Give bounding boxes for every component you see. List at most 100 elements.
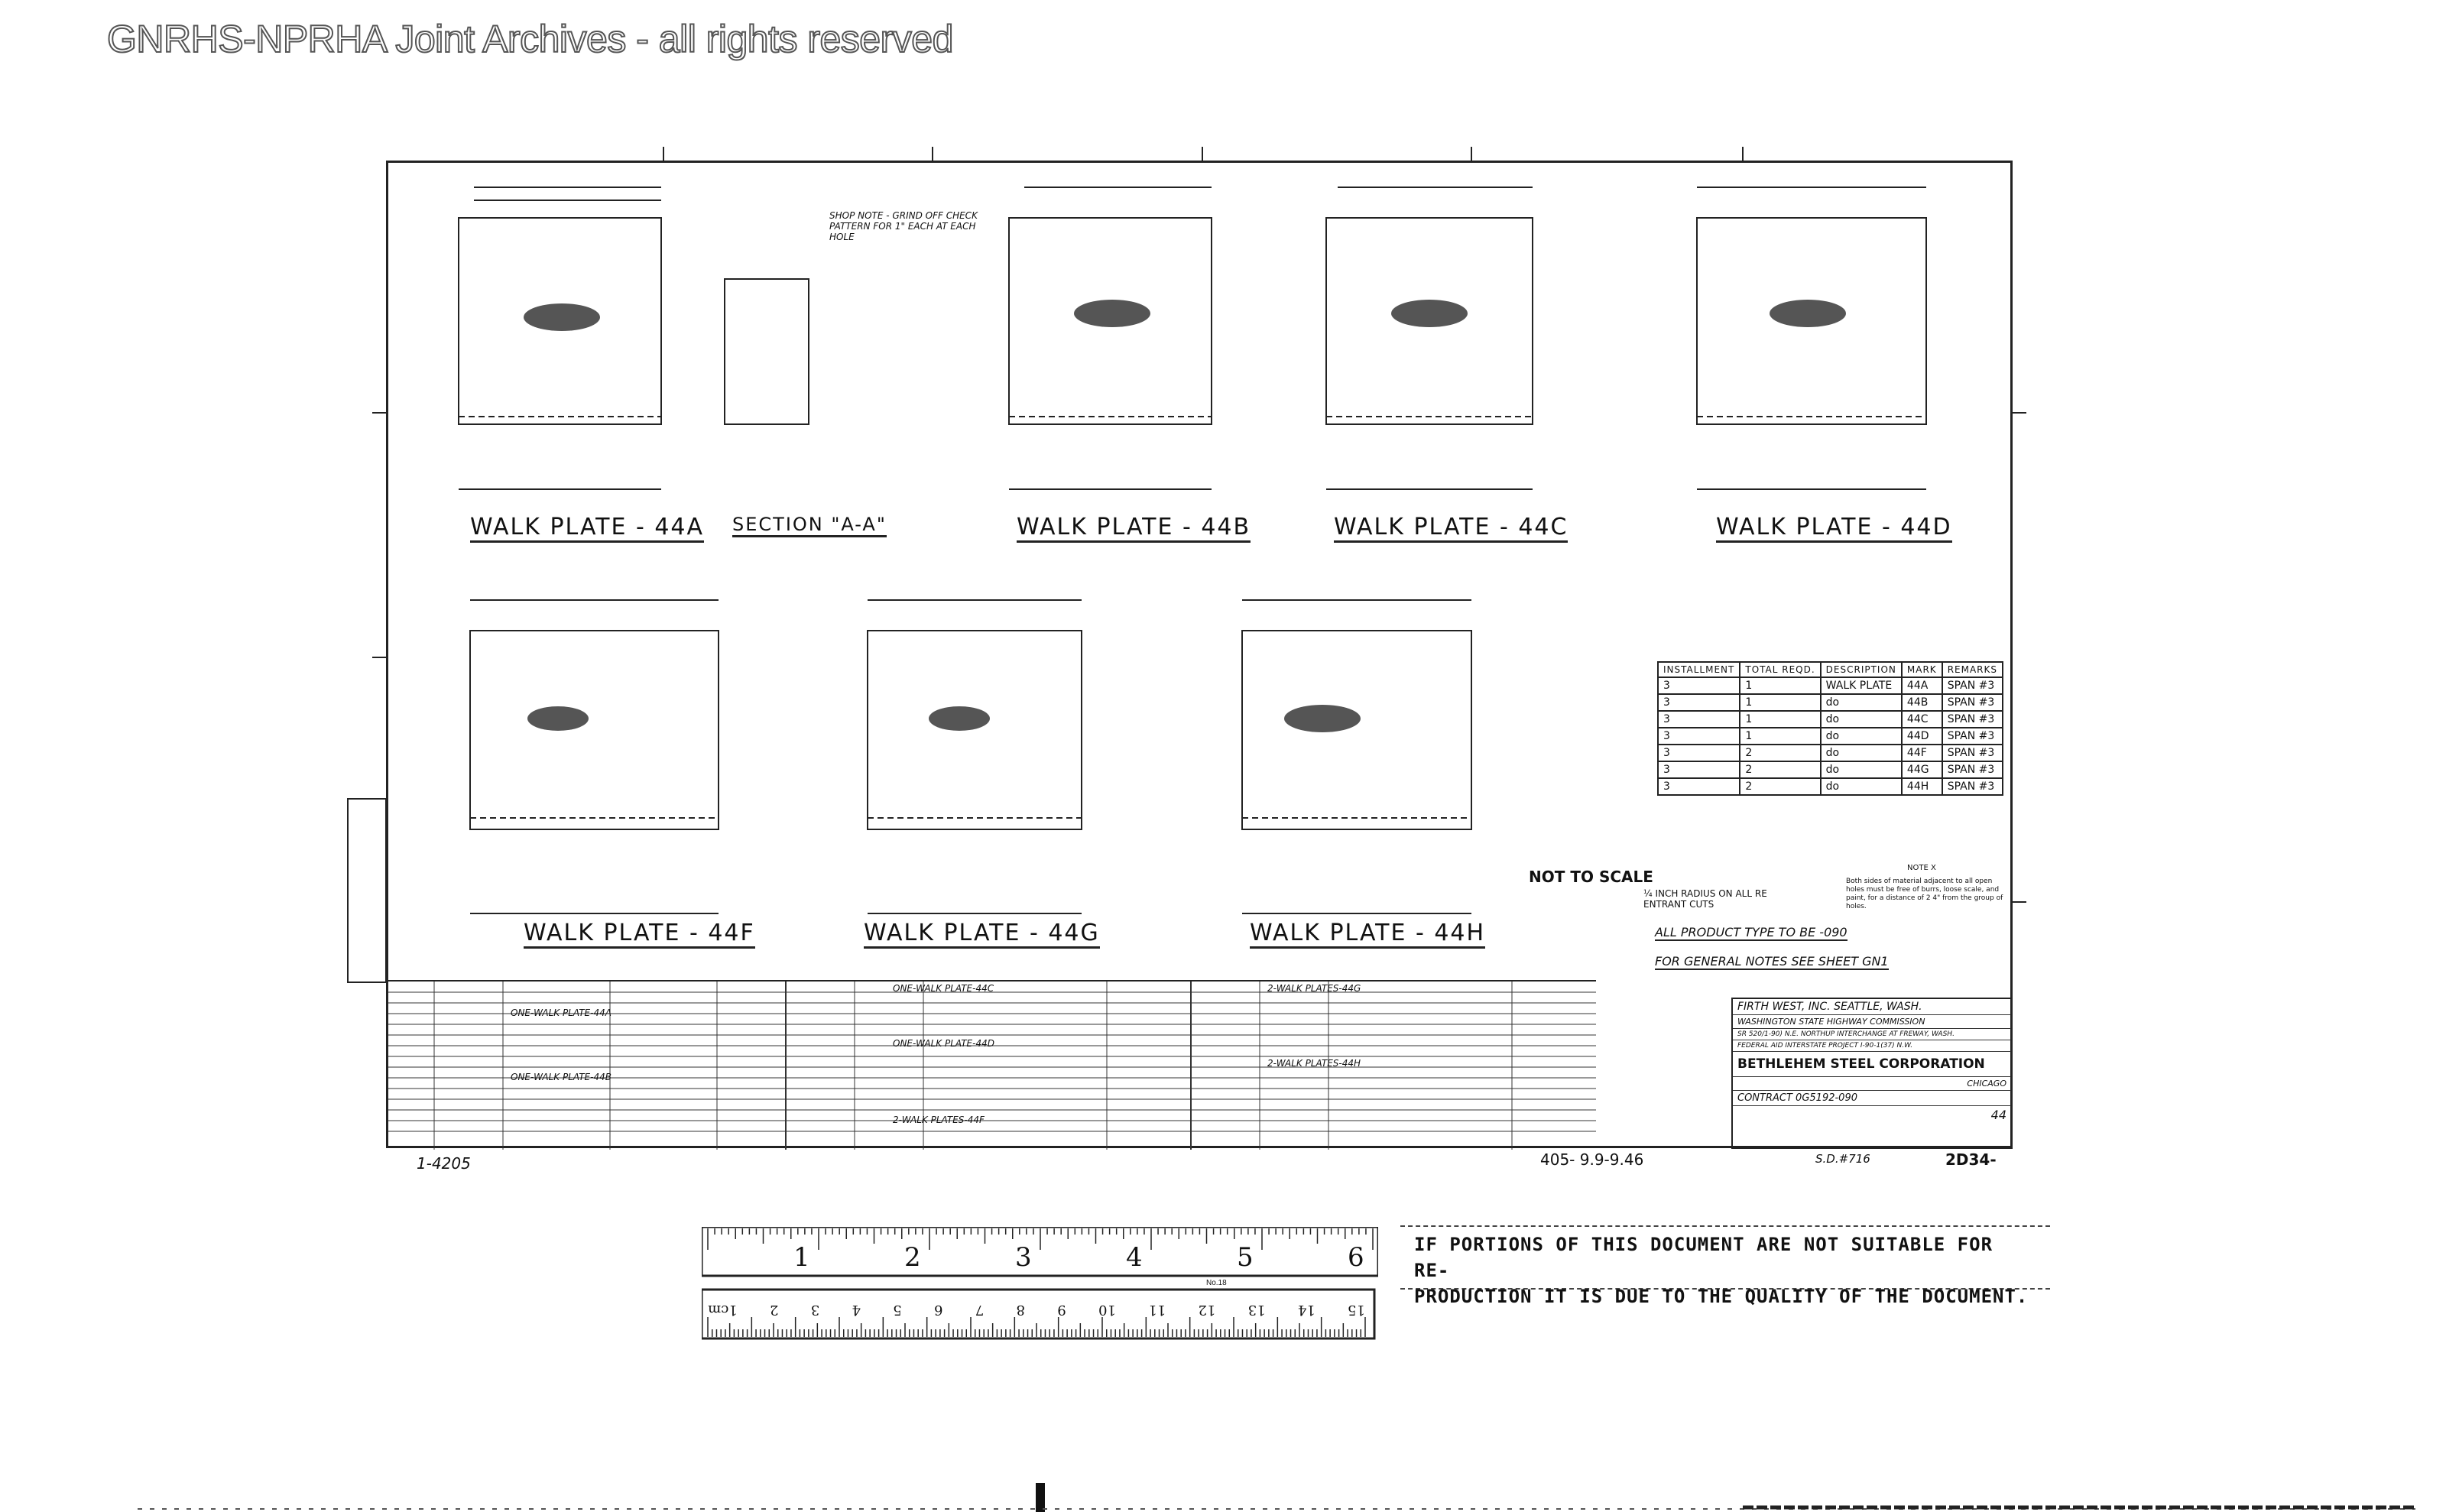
bom-cell: 3: [1656, 777, 1741, 796]
view-title-44h: WALK PLATE - 44H: [1250, 920, 1486, 949]
bom-cell: 3: [1656, 744, 1741, 762]
ruler-inch-5: 5: [1237, 1242, 1254, 1273]
ruler-cm-number: 7: [975, 1302, 985, 1318]
fabrication-schedule: ONE-WALK PLATE-44A ONE-WALK PLATE-44B 2-…: [388, 980, 1596, 1150]
bom-cell: do: [1819, 761, 1903, 779]
bom-cell: SPAN #3: [1941, 677, 2004, 695]
bom-cell: 2: [1739, 777, 1822, 796]
bom-cell: 3: [1656, 727, 1741, 745]
bom-cell: 1: [1739, 710, 1822, 728]
bom-cell: do: [1819, 744, 1903, 762]
schedule-line: ONE-WALK PLATE-44B: [511, 1072, 612, 1082]
ruler-cm-number: 6: [934, 1302, 943, 1318]
ruler-cm-number: 2: [770, 1302, 779, 1318]
ruler-inch-1: 1: [793, 1242, 810, 1273]
ruler-cm-number: 1cm: [708, 1302, 738, 1318]
ruler-cm-number: 10: [1098, 1302, 1116, 1318]
bom-cell: 2: [1739, 744, 1822, 762]
schedule-line: ONE-WALK PLATE-44C: [893, 983, 994, 994]
ruler-cm-number: 4: [852, 1302, 861, 1318]
footer-sd-number: S.D.#716: [1815, 1152, 1870, 1166]
schedule-line: ONE-WALK PLATE-44D: [893, 1038, 994, 1049]
schedule-line: 2-WALK PLATES-44G: [1267, 983, 1361, 994]
archive-watermark: GNRHS-NPRHA Joint Archives - all rights …: [106, 17, 954, 61]
bom-cell: do: [1819, 693, 1903, 712]
bom-cell: SPAN #3: [1941, 777, 2004, 796]
ruler-inch-6: 6: [1348, 1242, 1364, 1273]
ruler-label: No.18: [1206, 1279, 1227, 1287]
ruler-inch-2: 2: [904, 1242, 921, 1273]
title-block-project: SR 520/1-90) N.E. NORTHUP INTERCHANGE AT…: [1733, 1029, 2011, 1040]
ruler-cm-number: 15: [1348, 1302, 1365, 1318]
schedule-line: 2-WALK PLATES-44H: [1267, 1058, 1361, 1069]
title-block-office: CHICAGO: [1733, 1077, 2011, 1091]
schedule-line: ONE-WALK PLATE-44A: [511, 1007, 612, 1018]
bom-cell: do: [1819, 710, 1903, 728]
ruler-cm-number: 9: [1057, 1302, 1066, 1318]
notice-line-2: PRODUCTION IT IS DUE TO THE QUALITY OF T…: [1414, 1286, 2029, 1307]
ruler-cm-number: 12: [1198, 1302, 1216, 1318]
title-block-drawing-number: 44: [1990, 1108, 2006, 1122]
not-to-scale-note: NOT TO SCALE: [1529, 868, 1653, 886]
ruler-graphic: [702, 1227, 1378, 1340]
ruler-cm-number: 11: [1148, 1302, 1166, 1318]
title-block: FIRTH WEST, INC. SEATTLE, WASH. WASHINGT…: [1731, 998, 2013, 1149]
ruler-cm-number: 14: [1297, 1302, 1315, 1318]
bom-cell: 44H: [1900, 777, 1943, 796]
title-block-company: BETHLEHEM STEEL CORPORATION: [1733, 1052, 2011, 1077]
bom-cell: 2: [1739, 761, 1822, 779]
bom-cell: 3: [1656, 693, 1741, 712]
drawing-sheet-border: [386, 161, 2013, 1148]
bom-header-row: INSTALLMENT TOTAL REQD. DESCRIPTION MARK…: [1656, 661, 2004, 678]
ruler-cm-number: 5: [893, 1302, 902, 1318]
bom-cell: 3: [1656, 761, 1741, 779]
bom-cell: 44F: [1900, 744, 1943, 762]
bom-cell: 44D: [1900, 727, 1943, 745]
ruler-inch-3: 3: [1015, 1242, 1032, 1273]
view-title-44b: WALK PLATE - 44B: [1017, 514, 1251, 543]
view-title-44g: WALK PLATE - 44G: [864, 920, 1100, 949]
schedule-line: 2-WALK PLATES-44F: [893, 1115, 985, 1125]
product-type-note: ALL PRODUCT TYPE TO BE -090: [1655, 925, 1847, 941]
title-block-contract: CONTRACT 0G5192-090: [1733, 1091, 2011, 1106]
notice-line-1: IF PORTIONS OF THIS DOCUMENT ARE NOT SUI…: [1414, 1234, 1993, 1281]
bom-cell: SPAN #3: [1941, 710, 2004, 728]
bom-cell: do: [1819, 777, 1903, 796]
schedule-grid: [388, 982, 1596, 1150]
scan-edge-marks: [138, 1483, 2415, 1512]
bom-header-installment: INSTALLMENT: [1656, 661, 1741, 678]
footer-sheet-number: 2D34-: [1945, 1150, 1997, 1169]
bom-cell: 3: [1656, 710, 1741, 728]
bom-cell: 1: [1739, 727, 1822, 745]
bom-header-total: TOTAL REQD.: [1739, 661, 1822, 678]
bom-header-remarks: REMARKS: [1941, 661, 2004, 678]
ruler-inch-4: 4: [1126, 1242, 1143, 1273]
footer-center-number: 405- 9.9-9.46: [1540, 1150, 1644, 1169]
note-x-title: NOTE X: [1907, 864, 1936, 872]
note-x-body: Both sides of material adjacent to all o…: [1846, 878, 2003, 910]
title-block-project-2: FEDERAL AID INTERSTATE PROJECT I-90-1(37…: [1733, 1040, 2011, 1052]
bom-cell: SPAN #3: [1941, 727, 2004, 745]
view-title-44c: WALK PLATE - 44C: [1334, 514, 1569, 543]
bom-cell: 3: [1656, 677, 1741, 695]
title-block-owner: WASHINGTON STATE HIGHWAY COMMISSION: [1733, 1015, 2011, 1029]
general-notes-reference: FOR GENERAL NOTES SEE SHEET GN1: [1655, 954, 1889, 970]
bom-cell: 1: [1739, 693, 1822, 712]
view-title-44a: WALK PLATE - 44A: [470, 514, 705, 543]
title-block-contractor: FIRTH WEST, INC. SEATTLE, WASH.: [1733, 999, 2011, 1015]
bom-cell: WALK PLATE: [1819, 677, 1903, 695]
reproduction-notice: IF PORTIONS OF THIS DOCUMENT ARE NOT SUI…: [1400, 1225, 2050, 1307]
bom-cell: 44C: [1900, 710, 1943, 728]
view-title-44d: WALK PLATE - 44D: [1716, 514, 1952, 543]
bom-cell: SPAN #3: [1941, 744, 2004, 762]
bom-cell: 44A: [1900, 677, 1943, 695]
footer-left-number: 1-4205: [417, 1154, 471, 1173]
